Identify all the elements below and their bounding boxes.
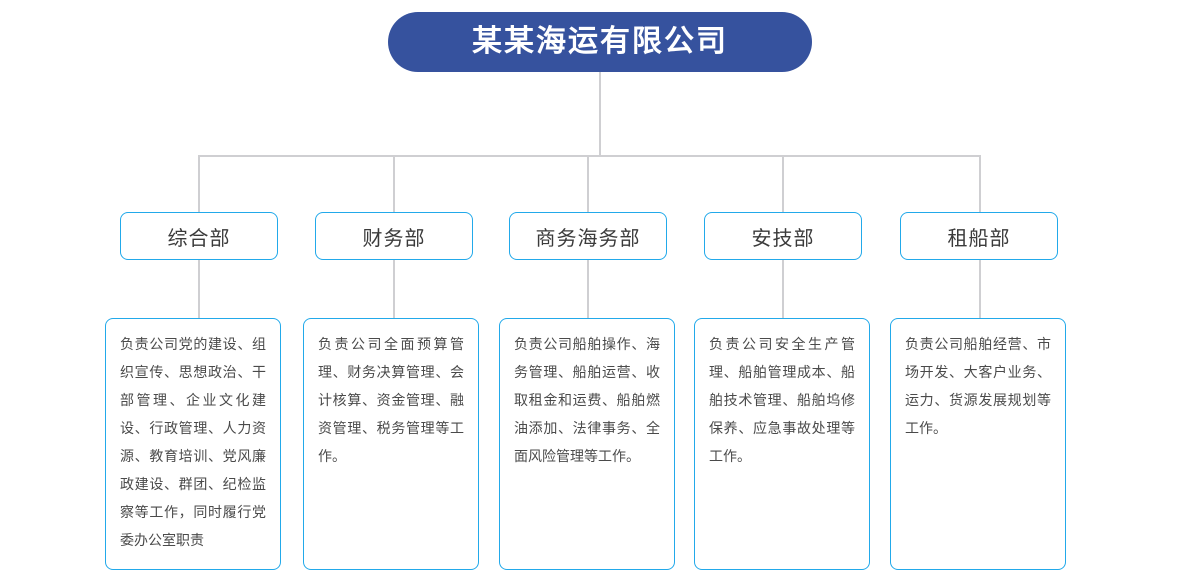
dept-box-1[interactable]: 财务部 <box>315 212 473 260</box>
dept-label-1: 财务部 <box>362 225 426 250</box>
desc-box-4: 负责公司船舶经营、市场开发、大客户业务、运力、货源发展规划等工作。 <box>890 318 1066 570</box>
dept-label-4: 租船部 <box>947 225 1011 250</box>
connector-dept-to-desc-2 <box>587 260 589 318</box>
desc-text-1: 负责公司全面预算管理、财务决算管理、会计核算、资金管理、融资管理、税务管理等工作… <box>318 337 464 465</box>
desc-text-2: 负责公司船舶操作、海务管理、船舶运营、收取租金和运费、船舶燃油添加、法律事务、全… <box>514 337 660 465</box>
connector-bus-to-dept-3 <box>782 155 784 212</box>
desc-box-0: 负责公司党的建设、组织宣传、思想政治、干部管理、企业文化建设、行政管理、人力资源… <box>105 318 281 570</box>
dept-box-0[interactable]: 综合部 <box>120 212 278 260</box>
desc-box-3: 负责公司安全生产管理、船舶管理成本、船舶技术管理、船舶坞修保养、应急事故处理等工… <box>694 318 870 570</box>
dept-box-3[interactable]: 安技部 <box>704 212 862 260</box>
dept-box-2[interactable]: 商务海务部 <box>509 212 667 260</box>
desc-box-2: 负责公司船舶操作、海务管理、船舶运营、收取租金和运费、船舶燃油添加、法律事务、全… <box>499 318 675 570</box>
desc-text-4: 负责公司船舶经营、市场开发、大客户业务、运力、货源发展规划等工作。 <box>905 337 1051 437</box>
root-company-title: 某某海运有限公司 <box>472 24 728 59</box>
desc-text-3: 负责公司安全生产管理、船舶管理成本、船舶技术管理、船舶坞修保养、应急事故处理等工… <box>709 337 855 465</box>
connector-dept-to-desc-0 <box>198 260 200 318</box>
dept-box-4[interactable]: 租船部 <box>900 212 1058 260</box>
dept-label-2: 商务海务部 <box>535 225 641 250</box>
connector-bus-to-dept-4 <box>979 155 981 212</box>
dept-label-3: 安技部 <box>751 225 815 250</box>
desc-text-0: 负责公司党的建设、组织宣传、思想政治、干部管理、企业文化建设、行政管理、人力资源… <box>120 337 266 549</box>
connector-trunk-vertical <box>599 72 601 156</box>
root-company-node[interactable]: 某某海运有限公司 <box>388 12 812 72</box>
connector-dept-to-desc-3 <box>782 260 784 318</box>
connector-dept-to-desc-4 <box>979 260 981 318</box>
connector-bus-to-dept-2 <box>587 155 589 212</box>
desc-box-1: 负责公司全面预算管理、财务决算管理、会计核算、资金管理、融资管理、税务管理等工作… <box>303 318 479 570</box>
dept-label-0: 综合部 <box>167 225 231 250</box>
connector-dept-to-desc-1 <box>393 260 395 318</box>
connector-horizontal-bus <box>199 155 981 157</box>
connector-bus-to-dept-0 <box>198 155 200 212</box>
connector-bus-to-dept-1 <box>393 155 395 212</box>
